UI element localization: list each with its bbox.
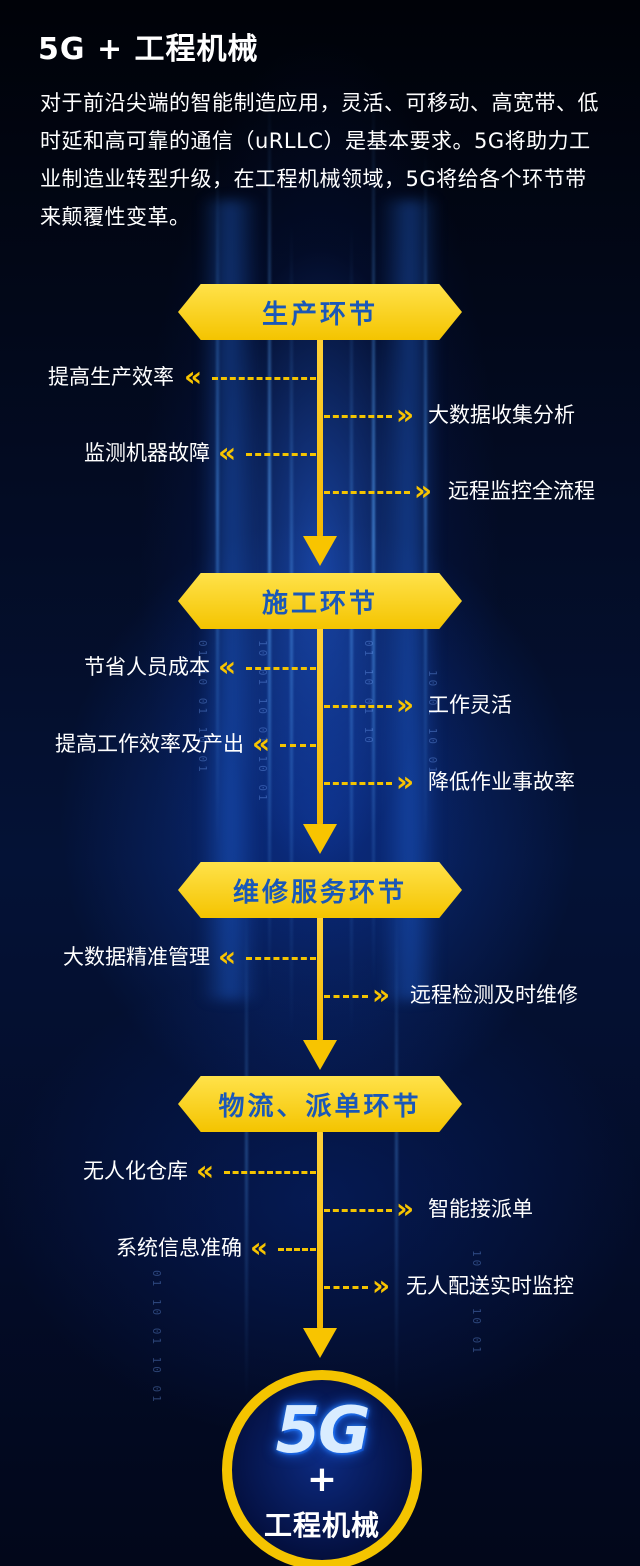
benefit-right: 智能接派单: [428, 1197, 533, 1221]
flow-line: [317, 330, 323, 538]
chevron-left-icon: «: [184, 360, 202, 393]
binary-code-decoration: 10 01 10 01 10 01: [256, 640, 269, 804]
benefit-left: 提高生产效率: [48, 365, 174, 389]
dashed-connector: [324, 995, 368, 998]
dashed-connector: [324, 1286, 368, 1289]
dashed-connector: [324, 782, 392, 785]
final-label: 工程机械: [263, 1509, 380, 1542]
dashed-connector: [212, 377, 316, 380]
binary-code-decoration: 01 10 01 10: [362, 640, 375, 746]
chevron-left-icon: «: [218, 940, 236, 973]
flow-line: [317, 624, 323, 826]
dashed-connector: [224, 1171, 316, 1174]
page-title: 5G + 工程机械: [38, 32, 259, 67]
benefit-left: 系统信息准确: [116, 1236, 242, 1260]
light-streak-decoration: [245, 900, 248, 1400]
light-streak-decoration: [216, 150, 219, 850]
flow-line: [317, 912, 323, 1042]
chevron-right-icon: »: [372, 978, 390, 1011]
benefit-left: 节省人员成本: [84, 655, 210, 679]
light-streak-decoration: [350, 220, 353, 1040]
benefit-right: 大数据收集分析: [428, 403, 575, 427]
binary-code-decoration: 10 01 10 01: [470, 1250, 483, 1356]
flow-arrow-icon: [303, 824, 337, 854]
dashed-connector: [324, 1209, 392, 1212]
stage-maintenance: 维修服务环节: [178, 862, 462, 918]
dashed-connector: [280, 744, 316, 747]
chevron-left-icon: «: [250, 1231, 268, 1264]
benefit-right: 远程检测及时维修: [410, 983, 578, 1007]
dashed-connector: [324, 491, 410, 494]
dashed-connector: [324, 415, 392, 418]
chevron-left-icon: «: [218, 650, 236, 683]
dashed-connector: [246, 453, 316, 456]
light-streak-decoration: [268, 90, 271, 990]
binary-code-decoration: 10 01 10 01: [426, 670, 439, 776]
chevron-right-icon: »: [396, 765, 414, 798]
benefit-left: 无人化仓库: [83, 1159, 188, 1183]
stage-production: 生产环节: [178, 284, 462, 340]
benefit-right: 降低作业事故率: [428, 770, 575, 794]
benefit-left: 监测机器故障: [84, 441, 210, 465]
intro-paragraph: 对于前沿尖端的智能制造应用，灵活、可移动、高宽带、低时延和高可靠的通信（uRLL…: [40, 91, 599, 229]
chevron-left-icon: «: [196, 1154, 214, 1187]
flow-line: [317, 1130, 323, 1330]
light-streak-decoration: [290, 220, 293, 1040]
stage-construction: 施工环节: [178, 573, 462, 629]
chevron-right-icon: »: [372, 1269, 390, 1302]
chevron-left-icon: «: [218, 436, 236, 469]
flow-arrow-icon: [303, 536, 337, 566]
benefit-right: 工作灵活: [428, 693, 512, 717]
binary-code-decoration: 01 10 01 10 01: [196, 640, 209, 775]
stage-logistics: 物流、派单环节: [178, 1076, 462, 1132]
chevron-right-icon: »: [396, 398, 414, 431]
benefit-right: 远程监控全流程: [448, 479, 595, 503]
chevron-right-icon: »: [396, 688, 414, 721]
light-streak-decoration: [395, 900, 398, 1400]
benefit-right: 无人配送实时监控: [406, 1274, 574, 1298]
light-streak-decoration: [424, 150, 427, 850]
benefit-left: 提高工作效率及产出: [55, 732, 244, 756]
flow-arrow-icon: [303, 1040, 337, 1070]
light-streak-decoration: [372, 90, 375, 990]
dashed-connector: [246, 667, 316, 670]
dashed-connector: [246, 957, 316, 960]
dashed-connector: [324, 705, 392, 708]
benefit-left: 大数据精准管理: [63, 945, 210, 969]
dashed-connector: [278, 1248, 316, 1251]
chevron-right-icon: »: [396, 1192, 414, 1225]
binary-code-decoration: 01 10 01 10 01: [150, 1270, 163, 1405]
final-5g-badge: 5G + 工程机械: [222, 1370, 422, 1566]
chevron-right-icon: »: [414, 474, 432, 507]
plus-sign: +: [306, 1459, 338, 1500]
flow-arrow-icon: [303, 1328, 337, 1358]
chevron-left-icon: «: [252, 727, 270, 760]
5g-logo: 5G: [275, 1394, 370, 1468]
